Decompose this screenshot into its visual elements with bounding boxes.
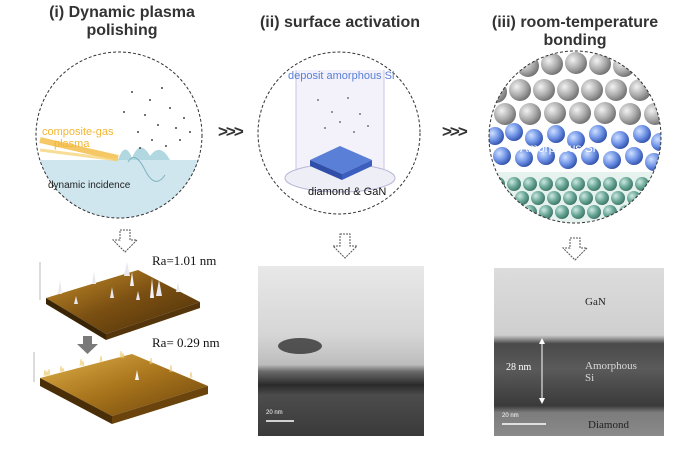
panel3-title: (iii) room-temperature bonding bbox=[470, 14, 680, 50]
panel3-title-line1: (iii) room-temperature bbox=[491, 14, 659, 31]
gan-label: GaN bbox=[585, 296, 606, 308]
activation-schematic bbox=[258, 52, 420, 214]
down-arrow-afm bbox=[77, 336, 98, 354]
panel1-title-line1: (i) Dynamic plasma bbox=[49, 4, 195, 21]
tem-image-bonding bbox=[494, 268, 664, 436]
amorphous-label: Amorphous Si bbox=[585, 360, 637, 384]
gas-label-line1: composite-gas bbox=[42, 126, 114, 138]
panel1-title: (i) Dynamic plasma polishing bbox=[12, 4, 232, 40]
tem-image-activation bbox=[258, 266, 424, 436]
deposit-label: deposit amorphous Si bbox=[288, 70, 395, 82]
diamond-atom-layer bbox=[489, 172, 661, 223]
scale-bar-label-3: 20 nm bbox=[502, 413, 519, 419]
incidence-label: dynamic incidence bbox=[48, 180, 131, 191]
down-arrow-1 bbox=[111, 229, 139, 253]
ra-before-label: Ra=1.01 nm bbox=[152, 253, 217, 268]
amorphous-si-layer-label: Amorphous Si bbox=[520, 141, 596, 155]
panel1-title-line2: polishing bbox=[86, 22, 158, 39]
panel1-circle bbox=[35, 51, 203, 219]
ra-after-label: Ra= 0.29 nm bbox=[152, 335, 220, 350]
plasma-particles bbox=[123, 87, 191, 149]
down-arrow-3 bbox=[561, 237, 589, 261]
afm-image-after bbox=[33, 350, 208, 424]
amorphous-label-line2: Si bbox=[585, 372, 595, 384]
afm-image-before bbox=[39, 262, 200, 340]
diamond-label: Diamond bbox=[588, 419, 629, 431]
panel2-title: (ii) surface activation bbox=[259, 14, 421, 31]
thickness-label: 28 nm bbox=[506, 362, 532, 373]
panel3-circle bbox=[488, 50, 662, 224]
scale-bar-label-2: 20 nm bbox=[266, 410, 283, 416]
amorphous-label-line1: Amorphous bbox=[585, 360, 637, 372]
substrate-block bbox=[310, 146, 372, 174]
substrate-label: diamond & GaN bbox=[308, 186, 387, 198]
panel2-circle bbox=[257, 51, 421, 215]
step-arrow-2-3: >>> bbox=[442, 122, 468, 141]
panel3-title-line2: bonding bbox=[543, 32, 607, 49]
step-arrow-1-2: >>> bbox=[218, 122, 244, 141]
amorphous-si-atom-layer bbox=[489, 123, 661, 171]
gas-label: composite-gas plasma bbox=[42, 126, 114, 150]
down-arrow-2 bbox=[331, 233, 359, 259]
gas-label-line2: plasma bbox=[54, 138, 90, 150]
